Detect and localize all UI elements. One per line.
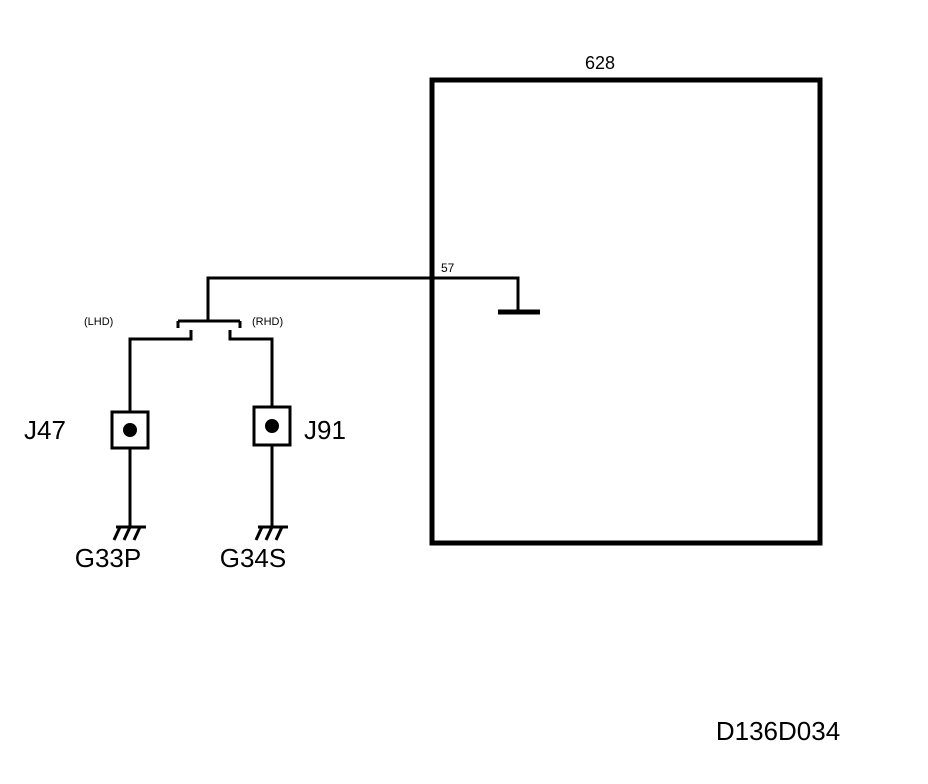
pin-label: 57 — [441, 261, 455, 275]
connector-j47 — [110, 410, 150, 450]
connector-j91-pin — [265, 419, 279, 433]
module-628-box — [429, 77, 823, 546]
switch-left-label: (LHD) — [84, 316, 113, 328]
switch-feed-wire — [206, 276, 432, 309]
lhd-rhd-switch — [176, 309, 242, 328]
connector-j91-label: J91 — [304, 415, 346, 445]
ground-g34s-label: G34S — [220, 543, 287, 573]
connector-j47-label: J47 — [24, 415, 66, 445]
pin-57-internal-wire — [432, 276, 520, 312]
ground-g33p-icon — [112, 525, 146, 541]
figure-code: D136D034 — [716, 716, 840, 746]
module-label: 628 — [585, 53, 615, 73]
lhd-branch-wire — [128, 330, 193, 412]
connector-j91 — [252, 405, 292, 447]
rhd-branch-wire — [228, 330, 274, 407]
ground-g34s-icon — [254, 525, 288, 541]
ground-g33p-label: G33P — [75, 543, 142, 573]
switch-right-label: (RHD) — [252, 316, 283, 328]
connector-j47-pin — [123, 423, 137, 437]
